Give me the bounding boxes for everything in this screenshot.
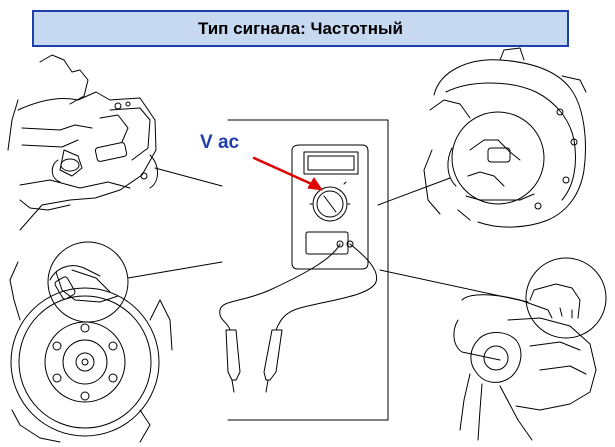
red-arrow: [252, 156, 324, 191]
page-title: Тип сигнала: Частотный: [197, 18, 403, 38]
flywheel-sensor-drawing: [9, 241, 173, 443]
multimeter-drawing: [219, 144, 378, 393]
alternator-sensor-drawing: [423, 47, 587, 228]
multimeter-frame: [227, 119, 389, 421]
pump-sensor-drawing: [453, 257, 607, 441]
engine-sensor-drawing: [7, 54, 158, 231]
title-bar: Тип сигнала: Частотный: [32, 10, 569, 47]
voltage-ac-label: V ac: [200, 132, 240, 153]
leader-lines: [127, 167, 529, 303]
